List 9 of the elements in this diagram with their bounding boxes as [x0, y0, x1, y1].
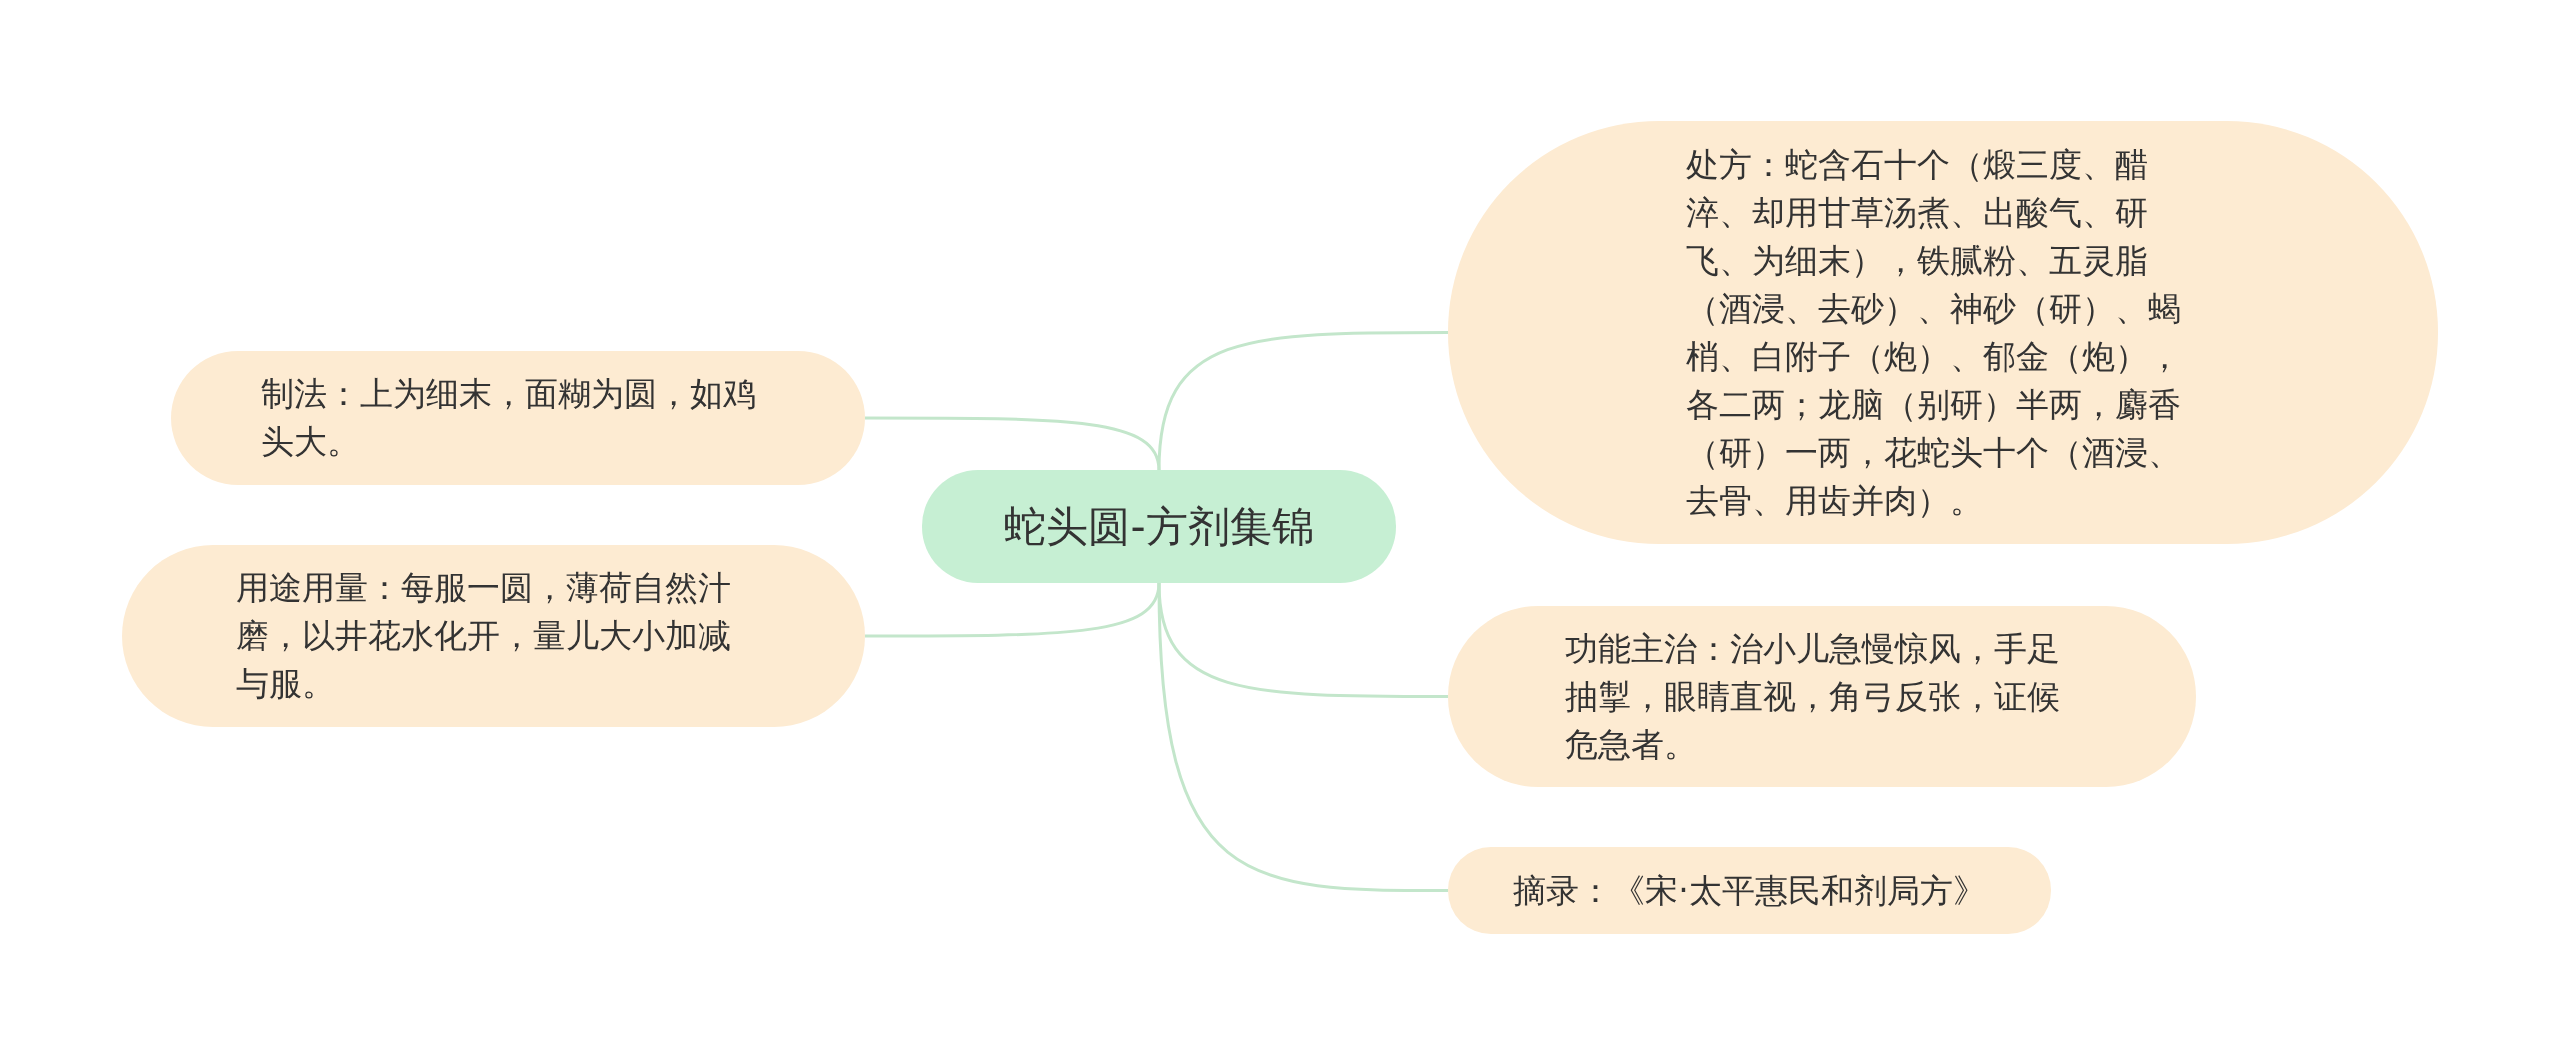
connector-line [865, 582, 1161, 638]
topic-box: 摘录：《宋·太平惠民和剂局方》 [1448, 847, 2051, 934]
topic-box: 制法：上为细末，面糊为圆，如鸡头大。 [171, 351, 865, 485]
topic-box: 蛇头圆-方剂集锦 [922, 470, 1396, 583]
connector-line [865, 416, 1161, 471]
topic-box: 用途用量：每服一圆，薄荷自然汁磨，以井花水化开，量儿大小加减与服。 [122, 545, 865, 727]
topic-box: 处方：蛇含石十个（煅三度、醋淬、却用甘草汤煮、出酸气、研飞、为细末），铁腻粉、五灵脂（酒浸、去砂）、神砂（研）、蝎梢、白附子（炮）、郁金（炮），各二两；龙脑（别研）半两，麝香（研）一两，花蛇头十个（酒浸、去骨、用齿并肉）。 [1448, 121, 2438, 544]
topic-box: 功能主治：治小儿急慢惊风，手足抽掣，眼睛直视，角弓反张，证候危急者。 [1448, 606, 2196, 787]
connector-line [1157, 331, 1448, 471]
